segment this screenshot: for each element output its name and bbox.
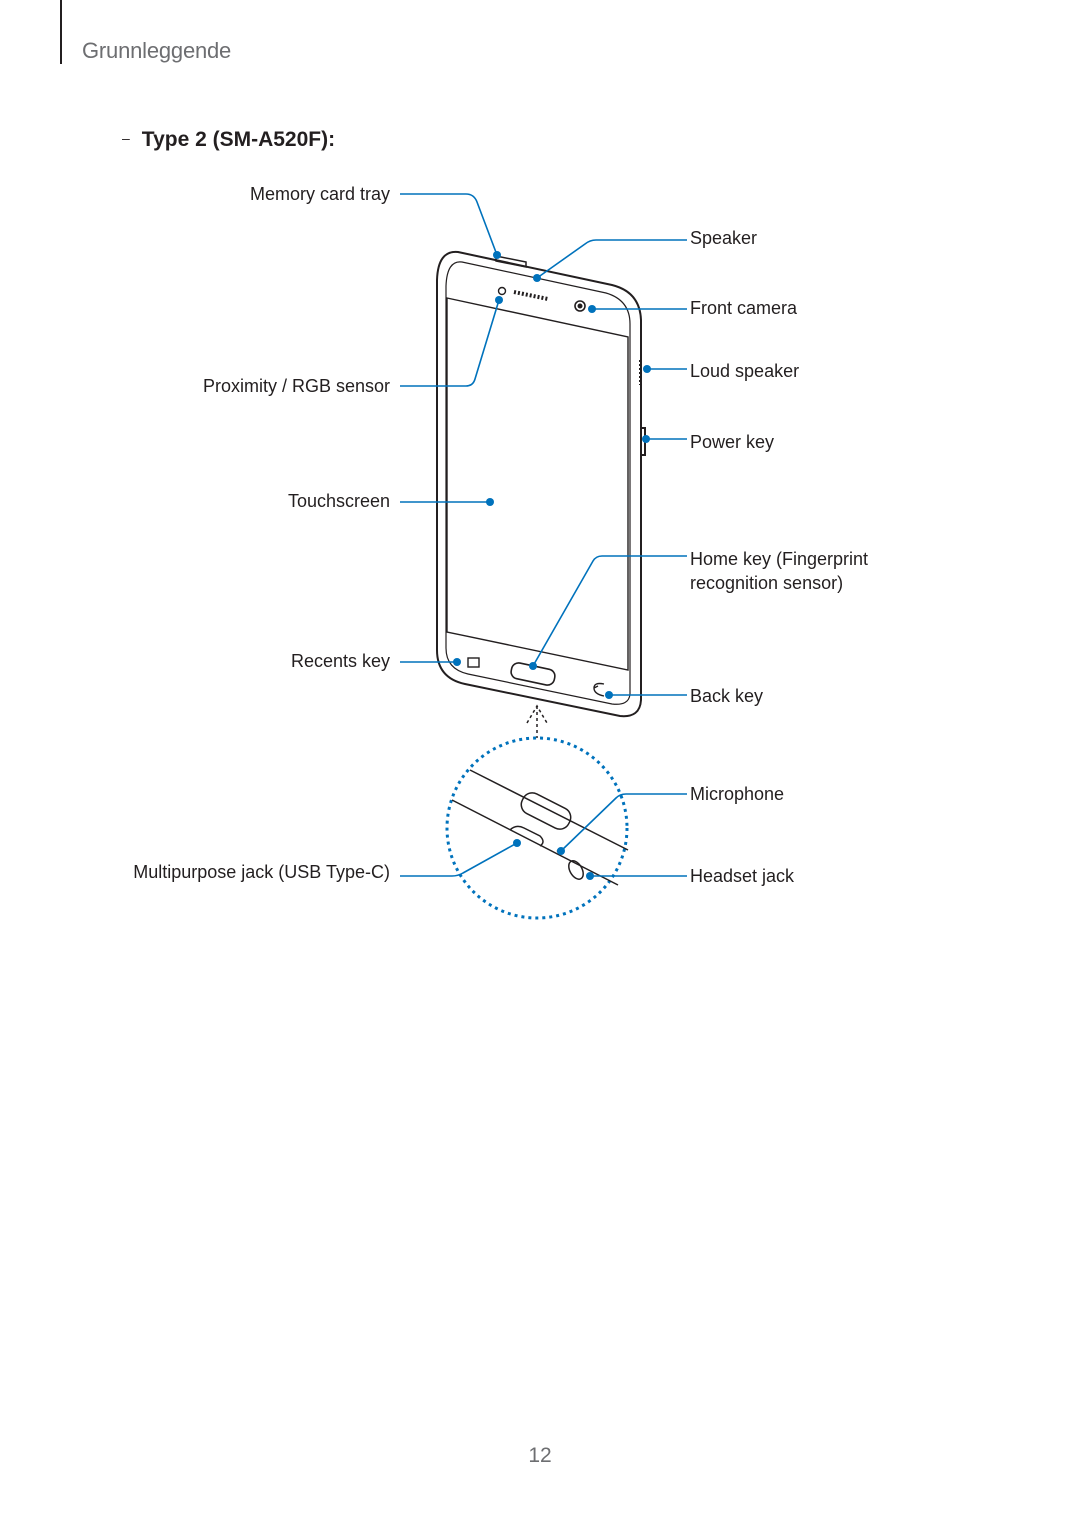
zoom-circle: [445, 736, 629, 920]
list-dash: –: [122, 130, 130, 146]
proximity-sensor-dot: [497, 286, 507, 296]
zoom-detail: [451, 769, 629, 886]
recents-key-icon: [467, 657, 480, 668]
label-multipurpose-jack: Multipurpose jack (USB Type-C): [133, 862, 390, 882]
phone-outline: [436, 250, 646, 718]
label-recents-key: Recents key: [290, 651, 390, 671]
subheading-title: Type 2 (SM-A520F):: [141, 128, 336, 151]
front-camera-lens: [574, 300, 586, 312]
zoom-headset-port: [568, 860, 584, 880]
page-number: 12: [528, 1444, 552, 1467]
section-rule: [60, 0, 62, 64]
label-headset-jack: Headset jack: [690, 866, 795, 886]
label-back-key: Back key: [690, 686, 764, 706]
label-proximity-rgb-sensor: Proximity / RGB sensor: [202, 376, 390, 396]
subheading: –Type 2 (SM-A520F):: [122, 128, 335, 152]
screen-area: [446, 297, 629, 671]
section-title: Grunnleggende: [82, 38, 232, 63]
callout-lines: [400, 193, 687, 877]
speaker-grille: [513, 290, 549, 301]
callout-dots: [453, 251, 651, 880]
label-speaker: Speaker: [690, 228, 758, 248]
label-microphone: Microphone: [690, 784, 785, 804]
back-key-icon: [593, 682, 605, 697]
label-touchscreen: Touchscreen: [287, 491, 390, 511]
label-loud-speaker: Loud speaker: [690, 361, 800, 381]
zoom-home-key: [520, 792, 572, 830]
zoom-usb-port: [509, 825, 544, 847]
memory-card-slot: [495, 255, 527, 268]
label-power-key: Power key: [690, 432, 775, 452]
label-memory-card-tray: Memory card tray: [249, 184, 390, 204]
label-home-key: Home key (Fingerprint recognition sensor…: [690, 549, 869, 593]
label-front-camera: Front camera: [690, 298, 798, 318]
zoom-pointer: [526, 704, 548, 738]
